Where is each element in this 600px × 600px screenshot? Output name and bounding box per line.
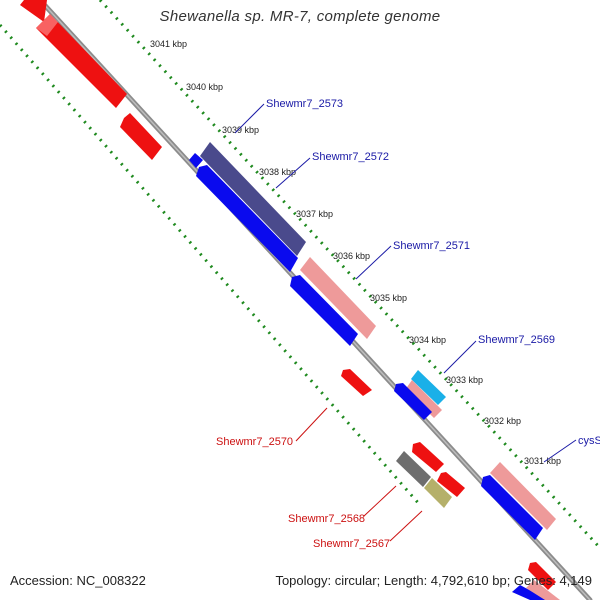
- cds-feature-pink: [300, 257, 376, 339]
- cds-feature-red: [341, 369, 372, 396]
- accession-label: Accession: NC_008322: [10, 573, 146, 588]
- cds-feature-blue: [394, 383, 432, 420]
- ruler-tick-3032: 3032 kbp: [484, 416, 521, 426]
- cds-feature-pink: [405, 380, 442, 418]
- gene-label-shewmr7-2571: Shewmr7_2571: [393, 240, 470, 252]
- cds-feature-red: [20, 0, 47, 22]
- cds-feature-blue: [189, 153, 203, 168]
- forward-strand-features[interactable]: [189, 142, 560, 600]
- cds-feature-pink: [490, 462, 556, 530]
- label-leaders: [234, 103, 577, 542]
- map-title: Shewanella sp. MR-7, complete genome: [159, 8, 441, 25]
- cds-feature-grey: [396, 451, 431, 487]
- cds-feature-dark: [200, 142, 306, 256]
- gene-label-shewmr7-2573: Shewmr7_2573: [266, 98, 343, 110]
- ruler-tick-3040: 3040 kbp: [186, 82, 223, 92]
- cds-feature-blue: [196, 165, 298, 272]
- ruler-tick-3041: 3041 kbp: [150, 39, 187, 49]
- ruler-tick-3031: 3031 kbp: [524, 456, 561, 466]
- gene-label-shewmr7-2572: Shewmr7_2572: [312, 151, 389, 163]
- cds-feature-red: [528, 562, 556, 590]
- cds-feature-red: [412, 442, 444, 472]
- ruler-tick-3037: 3037 kbp: [296, 209, 333, 219]
- ruler-tick-3033: 3033 kbp: [446, 375, 483, 385]
- cds-feature-red: [437, 472, 465, 497]
- cds-feature-red: [120, 113, 162, 160]
- ruler-tick-3036: 3036 kbp: [333, 251, 370, 261]
- ruler-tick-3034: 3034 kbp: [409, 335, 446, 345]
- cds-feature-red: [36, 14, 58, 36]
- gene-label-cyss: cysS: [578, 435, 600, 447]
- cds-feature-red: [36, 14, 127, 108]
- gene-label-shewmr7-2570: Shewmr7_2570: [216, 436, 293, 448]
- gene-label-shewmr7-2567: Shewmr7_2567: [313, 538, 390, 550]
- gene-label-shewmr7-2568: Shewmr7_2568: [288, 513, 365, 525]
- tick-track-inner: [0, 24, 422, 506]
- gene-labels[interactable]: Shewmr7_2573 Shewmr7_2572 Shewmr7_2571 S…: [216, 98, 600, 550]
- genome-summary: Topology: circular; Length: 4,792,610 bp…: [275, 573, 592, 588]
- kbp-ruler: 3041 kbp 3040 kbp 3039 kbp 3038 kbp 3037…: [150, 39, 561, 466]
- reverse-strand-features[interactable]: [20, 0, 556, 590]
- cds-feature-cyan: [411, 370, 446, 405]
- cds-feature-blue: [481, 475, 543, 540]
- ruler-tick-3039: 3039 kbp: [222, 125, 259, 135]
- cds-feature-olive: [424, 478, 452, 508]
- cds-feature-pink: [526, 580, 560, 600]
- ruler-tick-3038: 3038 kbp: [259, 167, 296, 177]
- gene-label-shewmr7-2569: Shewmr7_2569: [478, 334, 555, 346]
- cds-feature-blue: [290, 275, 358, 346]
- ruler-tick-3035: 3035 kbp: [370, 293, 407, 303]
- cds-feature-blue: [512, 585, 548, 600]
